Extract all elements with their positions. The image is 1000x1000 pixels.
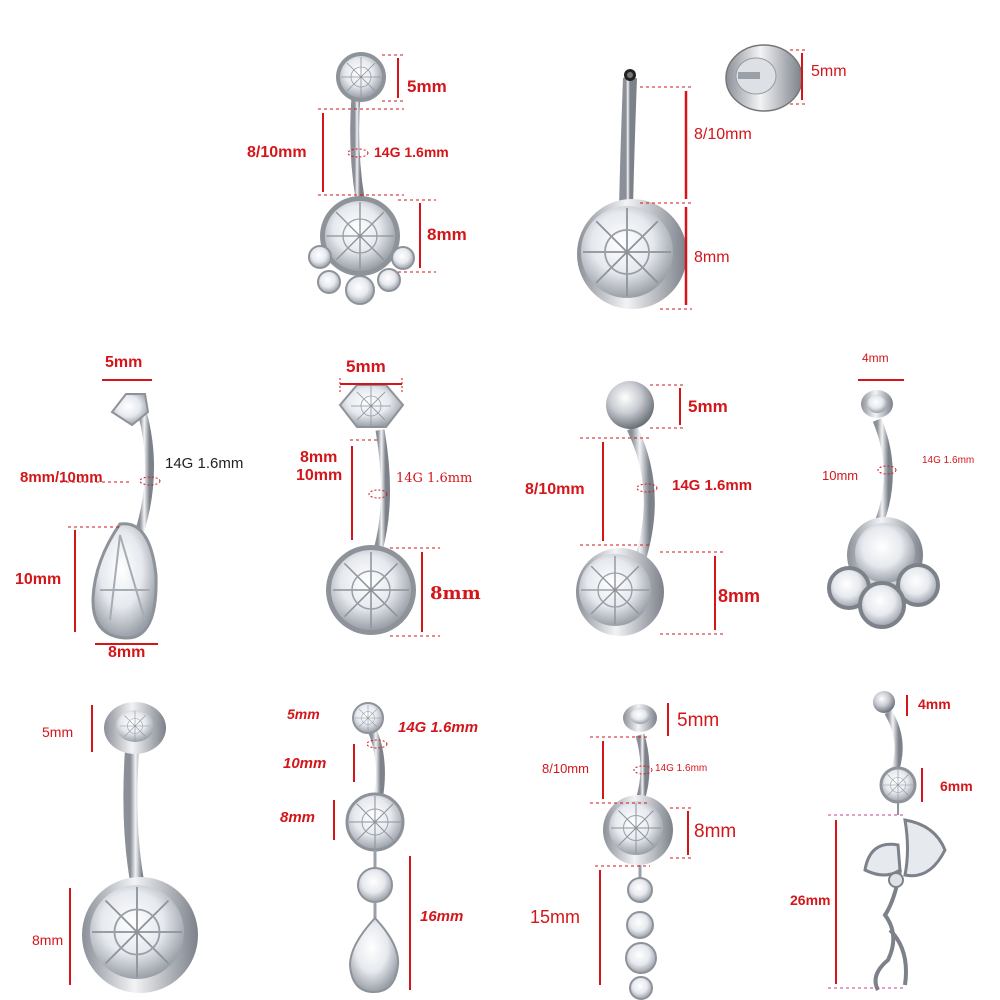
p9-top-gem-label: 5mm <box>677 710 720 731</box>
product-2-illustration <box>577 44 803 309</box>
p6-bar-length-label: 10mm <box>822 468 859 483</box>
p3-drop-width-label: 8mm <box>108 644 146 661</box>
product-10-illustration <box>863 691 947 991</box>
p1-top-gem-label: 5mm <box>407 77 447 96</box>
p4-bar-length-b-label: 10mm <box>296 467 343 484</box>
p9-main-gem-label: 8mm <box>694 821 737 842</box>
p7-bottom-gem-label: 8mm <box>32 932 64 948</box>
p8-top-gem-label: 5mm <box>287 706 320 722</box>
p1-gauge-label: 14G 1.6mm <box>374 144 449 160</box>
p7-top-gem-label: 5mm <box>42 724 74 740</box>
p5-gauge-label: 14G 1.6mm <box>672 477 753 494</box>
p5-bottom-gem-label: 8mm <box>718 586 761 606</box>
product-1-illustration <box>308 52 415 305</box>
p8-main-gem-label: 8mm <box>280 809 316 826</box>
p4-bar-length-a-label: 8mm <box>300 449 338 466</box>
p4-top-width-label: 5mm <box>346 357 386 376</box>
p6-top-width-label: 4mm <box>862 351 889 365</box>
p3-gauge-label: 14G 1.6mm <box>165 455 244 472</box>
p2-bottom-gem-label: 8mm <box>694 249 730 266</box>
p10-top-gem-label: 6mm <box>940 778 973 794</box>
p3-drop-height-label: 10mm <box>15 571 62 588</box>
p6-gauge-label: 14G 1.6mm <box>922 455 975 466</box>
product-9-illustration <box>603 704 673 1000</box>
p2-bar-length-label: 8/10mm <box>694 126 752 143</box>
p5-bar-length-label: 8/10mm <box>525 481 585 498</box>
p10-top-ball-label: 4mm <box>918 696 951 712</box>
p8-gauge-label: 14G 1.6mm <box>398 719 479 736</box>
p9-bar-length-label: 8/10mm <box>542 761 589 776</box>
product-4-illustration <box>326 384 416 635</box>
measurement-guides <box>60 49 923 990</box>
product-3-illustration <box>91 393 158 640</box>
product-7-illustration <box>82 702 198 993</box>
p10-dangle-length-label: 26mm <box>790 892 831 908</box>
p9-gauge-label: 14G 1.6mm <box>655 763 708 774</box>
p3-top-width-label: 5mm <box>105 354 143 371</box>
p5-top-ball-label: 5mm <box>688 397 728 416</box>
p1-bottom-gem-label: 8mm <box>427 225 467 244</box>
p4-bottom-gem-label: 8mm <box>430 583 481 604</box>
p9-dangle-length-label: 15mm <box>530 907 581 927</box>
product-6-illustration <box>827 390 940 629</box>
product-8-illustration <box>345 702 405 994</box>
p8-bar-length-label: 10mm <box>283 755 327 772</box>
p1-bar-length-label: 8/10mm <box>247 144 307 161</box>
p3-bar-length-label: 8mm/10mm <box>20 469 103 486</box>
p2-top-ball-label: 5mm <box>811 63 847 80</box>
product-5-illustration <box>576 381 664 636</box>
p4-gauge-label: 14G 1.6mm <box>396 471 473 486</box>
p8-dangle-length-label: 16mm <box>420 908 464 925</box>
